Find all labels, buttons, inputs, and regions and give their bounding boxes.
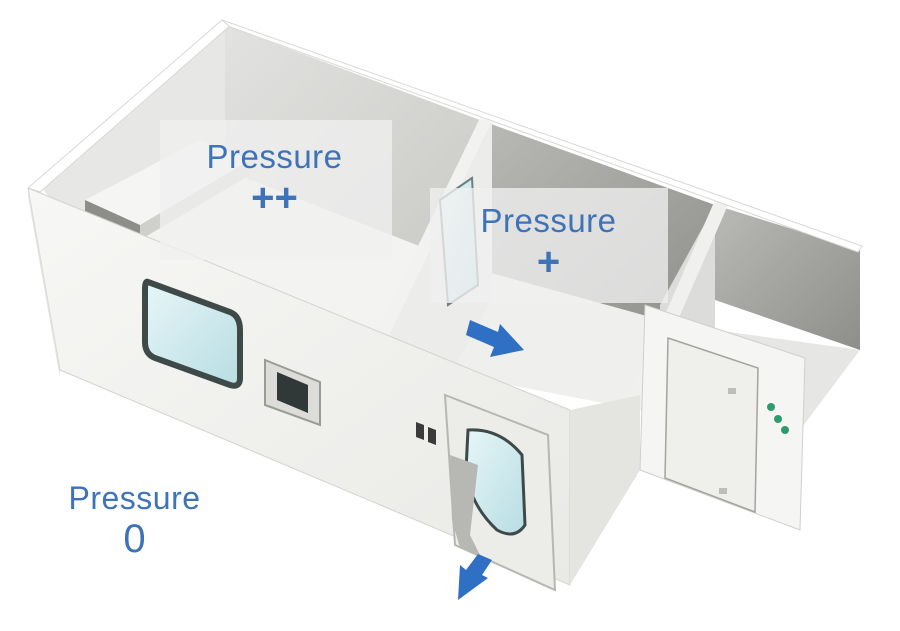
pressure-high-title: Pressure <box>206 138 343 175</box>
pressure-mid-title: Pressure <box>480 202 617 239</box>
indicator-light <box>781 426 789 434</box>
pass-box <box>264 358 321 427</box>
indicator-light <box>774 415 782 423</box>
label-panel-high <box>160 120 392 260</box>
airflow-arrow-internal <box>466 320 524 357</box>
airflow-arrow-exit <box>458 554 492 600</box>
airflow-arrows <box>458 320 524 600</box>
pressure-high-symbol: ++ <box>251 175 298 220</box>
pressure-outside-symbol: 0 <box>123 516 146 561</box>
pressure-mid-label: Pressure + <box>446 202 651 284</box>
pressure-high-label: Pressure ++ <box>172 138 377 220</box>
pressure-outside-label: Pressure 0 <box>42 480 227 561</box>
main-door <box>443 393 557 592</box>
pressure-outside-title: Pressure <box>68 480 201 516</box>
wall-rims <box>27 19 863 253</box>
label-panel-mid <box>430 188 668 303</box>
annex-front <box>639 304 806 531</box>
indicator-light <box>767 403 775 411</box>
wall-switches <box>416 422 436 445</box>
front-window <box>142 278 243 389</box>
pressure-mid-symbol: + <box>536 239 561 284</box>
